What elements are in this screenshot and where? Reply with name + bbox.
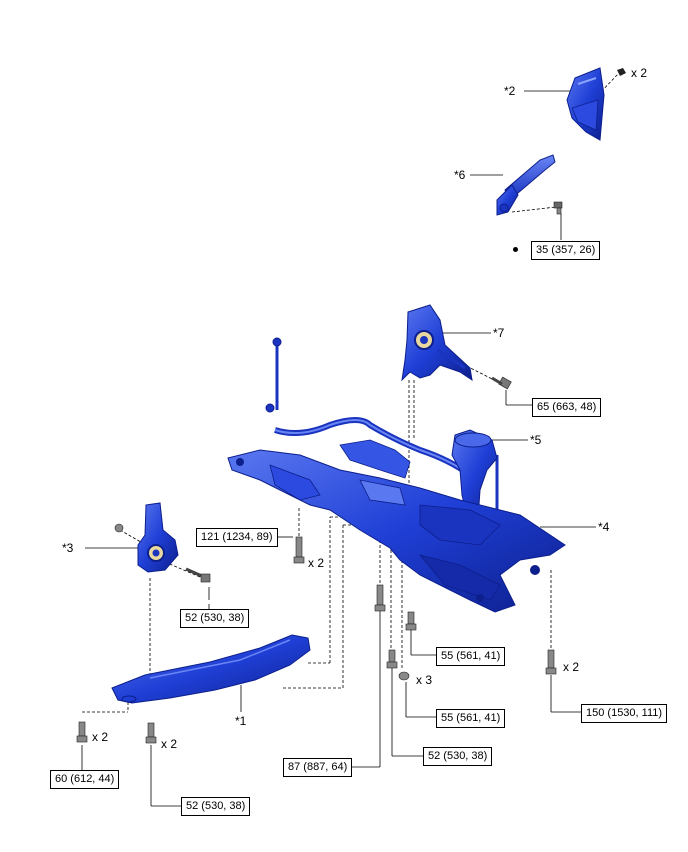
cover-part bbox=[566, 67, 605, 141]
torque-spec-box: 121 (1234, 89) bbox=[196, 528, 278, 547]
callout-3: *3 bbox=[62, 541, 74, 555]
bolt-icon bbox=[491, 376, 512, 390]
torque-spec-box: 60 (612, 44) bbox=[50, 770, 120, 789]
torque-spec-box: 55 (561, 41) bbox=[436, 709, 506, 728]
torque-spec-box: 150 (1530, 111) bbox=[581, 704, 668, 723]
callout-1: *1 bbox=[235, 714, 247, 728]
bolt-icon bbox=[405, 611, 417, 631]
subframe-part bbox=[227, 439, 566, 613]
clip-icon bbox=[617, 68, 626, 76]
quantity-label: x 2 bbox=[161, 737, 178, 751]
torque-spec-box: 87 (887, 64) bbox=[283, 758, 353, 777]
nut-icon bbox=[398, 671, 410, 681]
bolt-icon bbox=[545, 649, 557, 675]
bolt-icon bbox=[185, 567, 211, 583]
callout-5: *5 bbox=[530, 433, 542, 447]
mount-bracket-part bbox=[401, 304, 473, 382]
callout-2: *2 bbox=[504, 84, 516, 98]
bolt-icon bbox=[76, 721, 88, 743]
bolt-icon bbox=[293, 536, 305, 564]
bolt-icon bbox=[386, 649, 398, 669]
bolt-icon bbox=[374, 584, 386, 612]
quantity-label: x 2 bbox=[92, 730, 109, 744]
torque-spec-box: 35 (357, 26) bbox=[531, 241, 601, 260]
lower-brace-part bbox=[111, 634, 311, 704]
quantity-label: x 2 bbox=[563, 660, 580, 674]
quantity-label: x 2 bbox=[308, 556, 325, 570]
callout-7: *7 bbox=[493, 326, 505, 340]
steering-rod-part bbox=[496, 154, 556, 216]
bullet-dot bbox=[513, 247, 518, 252]
bolt-icon bbox=[145, 722, 157, 744]
quantity-label: x 2 bbox=[631, 66, 648, 80]
torque-spec-box: 65 (663, 48) bbox=[532, 398, 602, 417]
torque-spec-box: 52 (530, 38) bbox=[181, 797, 251, 816]
bushing-bracket-part bbox=[137, 502, 179, 573]
nut-icon bbox=[114, 523, 124, 533]
torque-spec-box: 52 (530, 38) bbox=[180, 609, 250, 628]
quantity-label: x 3 bbox=[416, 673, 433, 687]
bolt-icon bbox=[553, 201, 563, 215]
torque-spec-box: 52 (530, 38) bbox=[423, 747, 493, 766]
stabilizer-bar-part bbox=[265, 337, 499, 510]
callout-6: *6 bbox=[454, 168, 466, 182]
callout-4: *4 bbox=[598, 520, 610, 534]
torque-spec-box: 55 (561, 41) bbox=[436, 647, 506, 666]
